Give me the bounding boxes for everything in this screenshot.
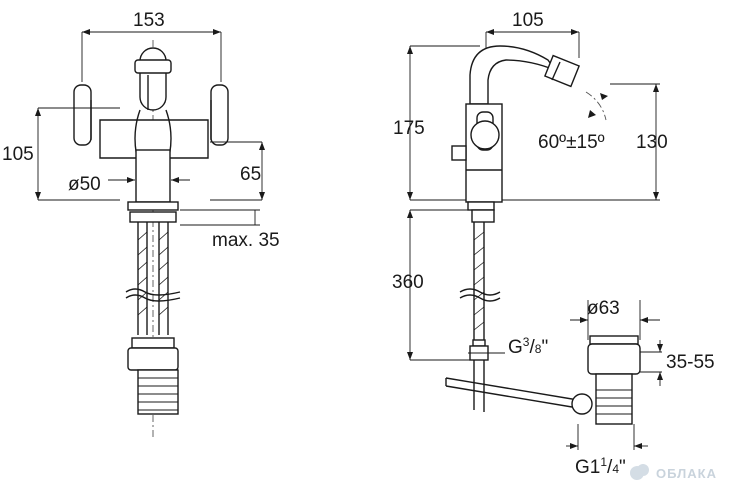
dim-angle-60: 60º±15º xyxy=(538,132,605,153)
dim-height-105: 105 xyxy=(2,144,34,165)
dim-diameter-50: ø50 xyxy=(68,174,101,195)
watermark-text: ОБЛАКА xyxy=(656,466,717,481)
thread-waste: G11/4" xyxy=(575,455,626,478)
dim-handle-65: 65 xyxy=(240,164,261,185)
dim-waste-63: ø63 xyxy=(587,298,620,319)
front-view: 153 105 65 ø50 xyxy=(2,10,280,440)
waste-assembly-front xyxy=(127,337,179,415)
supply-hoses xyxy=(125,222,181,335)
side-view: 105 175 130 60º±15º xyxy=(392,10,715,478)
dim-hose-360: 360 xyxy=(392,272,424,293)
waste-assembly-side xyxy=(571,335,641,425)
watermark: ОБЛАКА xyxy=(630,464,717,481)
dim-spout-130: 130 xyxy=(636,132,668,153)
dim-width-153: 153 xyxy=(133,10,165,31)
dim-waste-35-55: 35-55 xyxy=(666,352,715,373)
cloud-logo-icon xyxy=(630,464,649,480)
dim-height-175: 175 xyxy=(393,118,425,139)
dim-width-105: 105 xyxy=(512,10,544,31)
supply-hose-side xyxy=(459,222,505,361)
dim-max-35: max. 35 xyxy=(212,230,280,251)
thread-inlet: G3/8" xyxy=(508,335,548,358)
